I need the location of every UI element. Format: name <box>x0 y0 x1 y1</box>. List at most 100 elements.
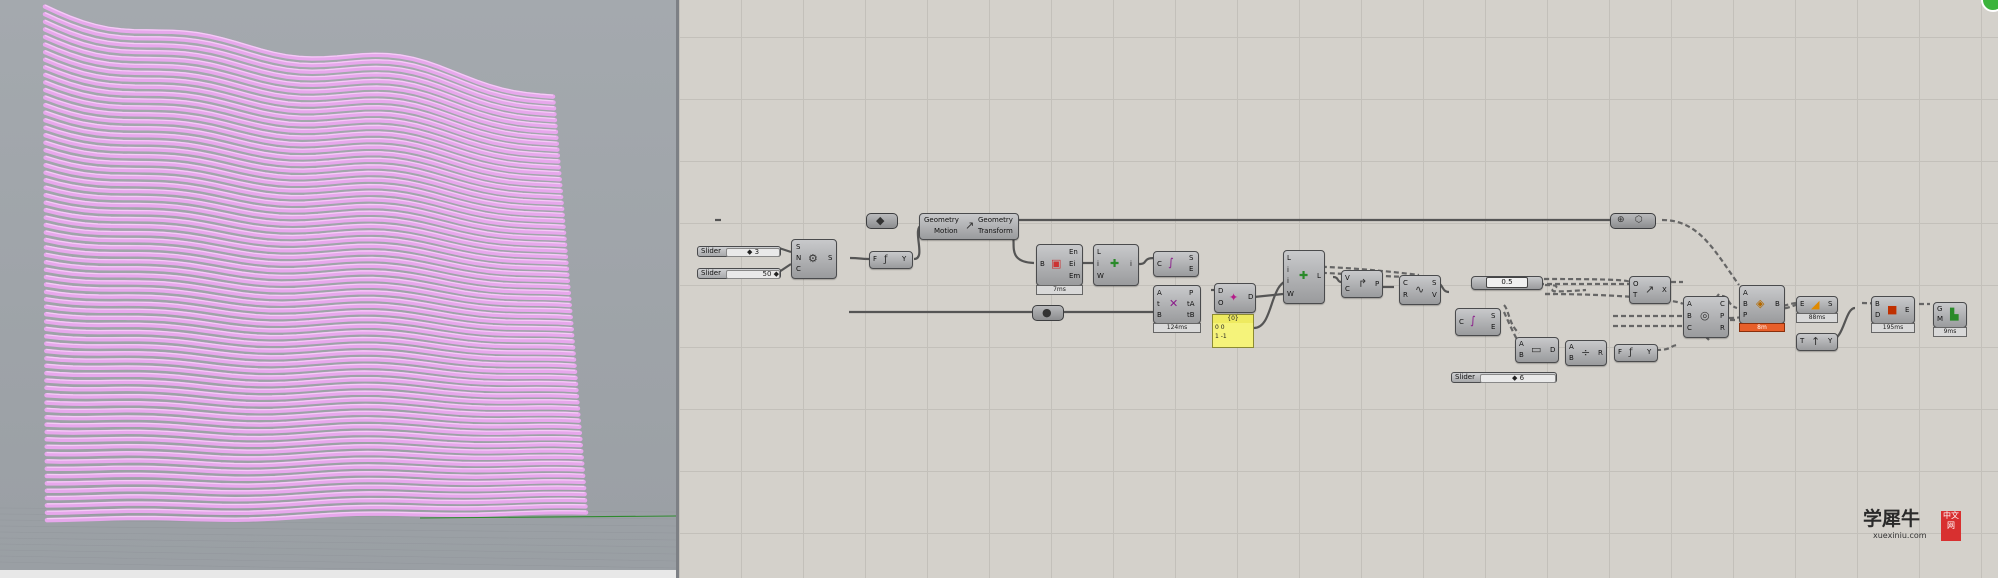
input-d: D <box>1218 287 1224 295</box>
list-item-component[interactable]: L i W ✚ i <box>1093 244 1139 286</box>
slab-highlight <box>46 457 583 465</box>
slab-highlight <box>45 80 558 155</box>
slider-value[interactable]: 50 ◆ <box>726 270 780 279</box>
input-motion: Motion <box>934 227 958 235</box>
profiler-timer: 88ms <box>1796 313 1838 323</box>
slab-highlight <box>46 334 575 359</box>
input-b: B <box>1040 260 1045 268</box>
input-m: M <box>1937 315 1944 323</box>
input-f: F <box>1618 348 1623 356</box>
panel-divider[interactable] <box>676 0 679 578</box>
slider-count[interactable]: Slider ◆ 3 <box>697 246 781 257</box>
motion-component[interactable]: Geometry Motion ↗ Geometry Transform <box>919 213 1019 240</box>
slab <box>43 192 568 248</box>
slab <box>43 274 573 314</box>
slab <box>43 326 576 356</box>
slab <box>44 341 577 368</box>
slab <box>42 4 556 99</box>
slab-highlight <box>44 65 557 143</box>
distance-component[interactable]: A B ▭ D <box>1515 337 1559 363</box>
grasshopper-canvas[interactable]: Slider ◆ 3 Slider 50 ◆ Slider ◆ 6 S N C … <box>679 0 1998 578</box>
curve-icon: ∫ <box>1168 256 1174 269</box>
wire <box>849 256 870 261</box>
slab-highlight <box>46 356 576 377</box>
weave-component[interactable]: L i i W ✚ L <box>1283 250 1325 304</box>
slab-highlight <box>46 450 582 458</box>
loft-icon: ◈ <box>1756 297 1765 310</box>
input-b: B <box>1687 312 1692 320</box>
box-component[interactable]: B ▣ En Ei Em <box>1036 244 1083 286</box>
slab-highlight <box>46 282 571 317</box>
expression-component[interactable]: F ƒ Y <box>869 251 913 269</box>
preview-component[interactable]: G M ▙ <box>1933 302 1967 328</box>
bake-component[interactable]: B D ■ E <box>1871 296 1915 324</box>
vector-component[interactable]: T ↑ Y <box>1796 333 1838 351</box>
panel-line: 1 -1 <box>1215 333 1227 340</box>
slab-highlight <box>45 72 558 149</box>
output-en: En <box>1069 248 1078 256</box>
slider-value[interactable]: ◆ 3 <box>726 248 780 257</box>
orient-icon: ↗ <box>1645 283 1655 296</box>
slab-highlight <box>44 12 554 102</box>
output-s: S <box>1491 312 1496 320</box>
point-component[interactable]: V C ↱ P <box>1341 270 1383 298</box>
slab <box>43 245 571 290</box>
panel-output[interactable]: {0} 0 0 1 -1 <box>1212 314 1254 348</box>
loft-component[interactable]: A B P ◈ B <box>1739 285 1785 324</box>
panel-line: 0 0 <box>1215 324 1225 331</box>
slab-highlight <box>45 125 561 191</box>
slab-highlight <box>44 19 555 108</box>
slab-highlight <box>45 87 559 161</box>
status-indicator[interactable] <box>1981 0 1998 12</box>
input-e: E <box>1800 300 1805 308</box>
watermark-text: 学犀牛 <box>1863 508 1921 530</box>
slab <box>44 370 579 393</box>
end-points-component[interactable]: C ∫ S E <box>1153 251 1199 277</box>
slider-lower[interactable]: Slider ◆ 6 <box>1451 372 1557 383</box>
geometry-param-2[interactable]: ⊕ ⬡ <box>1610 213 1656 229</box>
output-y: Y <box>1647 348 1652 356</box>
slab <box>44 407 582 423</box>
slider-number[interactable]: Slider 50 ◆ <box>697 268 781 279</box>
slab-highlight <box>45 103 560 173</box>
slab <box>42 65 560 146</box>
slab <box>43 259 572 302</box>
slab <box>44 443 584 454</box>
toggle-icon: ● <box>1042 306 1052 319</box>
input-t: T <box>1633 291 1638 299</box>
input-i: i <box>1287 266 1289 274</box>
slab <box>43 185 567 242</box>
profiler-timer: 195ms <box>1871 323 1915 333</box>
extrude-component[interactable]: E ◢ S <box>1796 296 1838 314</box>
expression-component-2[interactable]: F ƒ Y <box>1614 344 1658 362</box>
rhino-viewport[interactable] <box>0 0 676 578</box>
series-component[interactable]: S N C ⚙ S <box>791 239 837 279</box>
number-param[interactable]: 0.5 <box>1471 276 1543 290</box>
toggle-param[interactable]: ● <box>1032 305 1064 321</box>
slab <box>44 477 586 488</box>
slab <box>43 147 565 212</box>
slab <box>43 289 574 326</box>
slider-value[interactable]: ◆ 6 <box>1480 374 1556 383</box>
slab <box>44 429 583 442</box>
profiler-timer: 9ms <box>1933 327 1967 337</box>
end-points-component-2[interactable]: C ∫ S E <box>1455 308 1501 336</box>
orient-component[interactable]: O T ↗ X <box>1629 276 1671 304</box>
sweep-component[interactable]: C R ∿ S V <box>1399 275 1441 305</box>
input-o: O <box>1218 299 1224 307</box>
curve-icon: ∫ <box>1470 314 1476 327</box>
division-component[interactable]: A B ÷ R <box>1565 340 1607 366</box>
evaluate-component[interactable]: A t B ✕ P tA tB <box>1153 285 1201 324</box>
slab-highlight <box>46 504 586 512</box>
slab-highlight <box>45 133 562 197</box>
slab-highlight <box>46 477 584 485</box>
pipe-component[interactable]: A B C ◎ C P R <box>1683 296 1729 338</box>
dispatch-component[interactable]: D O ✦ D <box>1214 283 1256 313</box>
slab <box>43 200 568 254</box>
geometry-param[interactable]: ◆ <box>866 213 898 229</box>
slab <box>44 363 579 387</box>
slab <box>42 11 556 105</box>
slab <box>43 230 570 278</box>
point-icon: ↱ <box>1358 277 1368 290</box>
number-value[interactable]: 0.5 <box>1486 277 1528 288</box>
